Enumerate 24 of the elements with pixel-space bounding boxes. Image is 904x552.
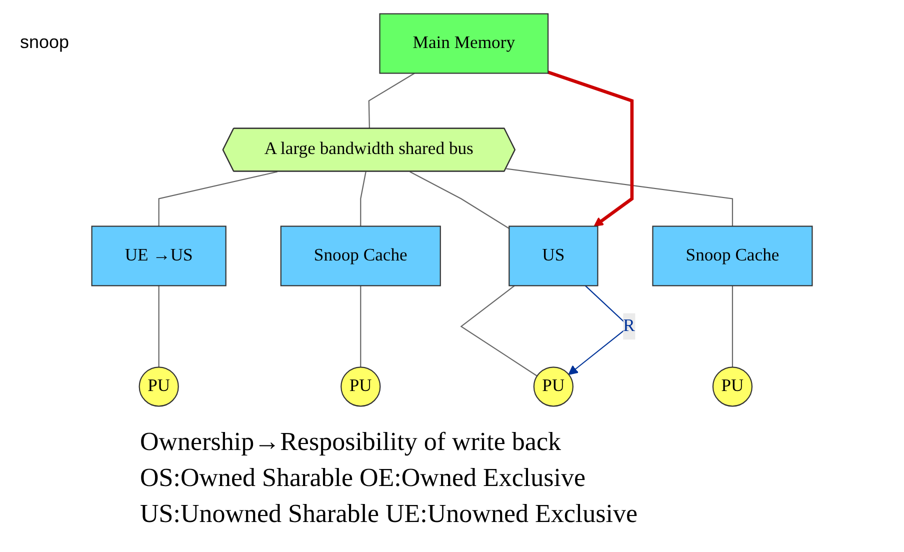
node-box [652, 226, 813, 286]
connector [360, 286, 362, 368]
node-box [91, 226, 226, 286]
node-circle [533, 366, 574, 407]
connector [410, 171, 510, 229]
note-text: Ownership→Resposibility of write back [140, 426, 562, 458]
connector [368, 72, 415, 129]
node-circle [712, 366, 753, 407]
arrow [548, 70, 634, 227]
node-circle [138, 366, 179, 407]
note-text: OS:Owned Sharable OE:Owned Exclusive [140, 462, 587, 494]
node-box [379, 13, 549, 74]
annotation-text: snoop [20, 31, 70, 54]
diagram-drawing: R Main Memory A large bandwidth shared bus UE →US Snoop Cache US Snoop Cache PU PU PU PU [82, 5, 822, 415]
connector [158, 286, 160, 368]
connector [158, 171, 278, 226]
connector [460, 285, 538, 376]
connector [732, 286, 734, 368]
node-box [280, 226, 441, 286]
connector [506, 168, 734, 226]
note-text: US:Unowned Sharable UE:Unowned Exclusive [140, 498, 639, 530]
node-box [508, 226, 598, 286]
connector [360, 172, 366, 226]
node-circle [340, 366, 381, 407]
